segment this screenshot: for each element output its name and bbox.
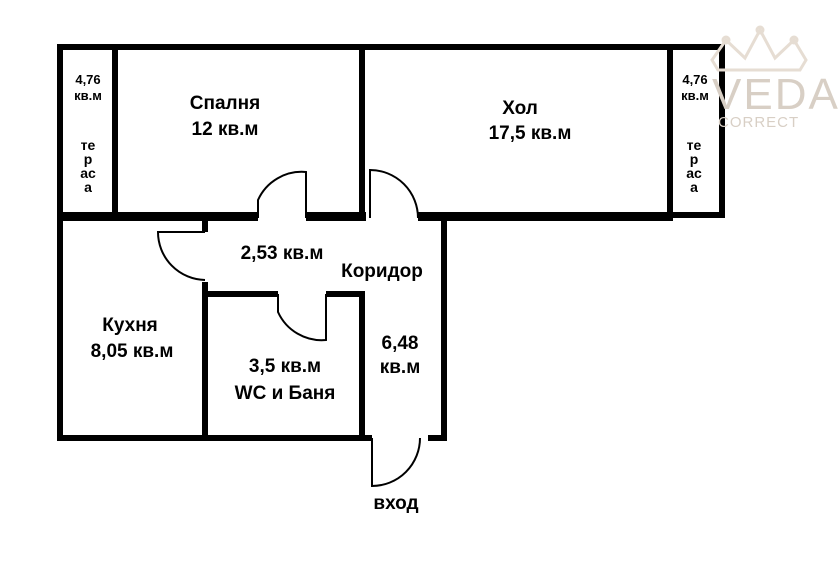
door-living (369, 168, 419, 219)
bathroom-label: WC и Баня (234, 383, 336, 404)
terrace-right-label: тераса (686, 137, 702, 195)
terrace-right-area: 4,76 кв.м (681, 72, 709, 104)
kitchen-area: 8,05 кв.м (90, 341, 174, 362)
living-area: 17,5 кв.м (488, 123, 572, 144)
logo-subtext: CORRECT (718, 114, 800, 131)
entrance-label: вход (373, 493, 419, 514)
terrace-left-label: тераса (80, 137, 96, 195)
living-label: Хол (502, 98, 538, 119)
corridor-area: 6,48 кв.м (379, 333, 421, 378)
door-kitchen (156, 231, 206, 281)
terrace-left-area: 4,76 кв.м (74, 72, 102, 104)
kitchen-label: Кухня (102, 315, 158, 336)
outer-wall-top (57, 44, 725, 218)
bedroom-area: 12 кв.м (191, 119, 259, 140)
bathroom-area: 3,5 кв.м (248, 356, 322, 377)
corridor-label: Коридор (341, 261, 423, 282)
small-hall-area: 2,53 кв.м (240, 243, 324, 264)
door-bedroom (257, 170, 307, 218)
door-entrance (371, 437, 421, 488)
door-bath (277, 294, 327, 342)
crown-logo-icon (710, 25, 808, 72)
bedroom-label: Спалня (189, 93, 261, 114)
logo-text: VEDA (712, 70, 840, 119)
